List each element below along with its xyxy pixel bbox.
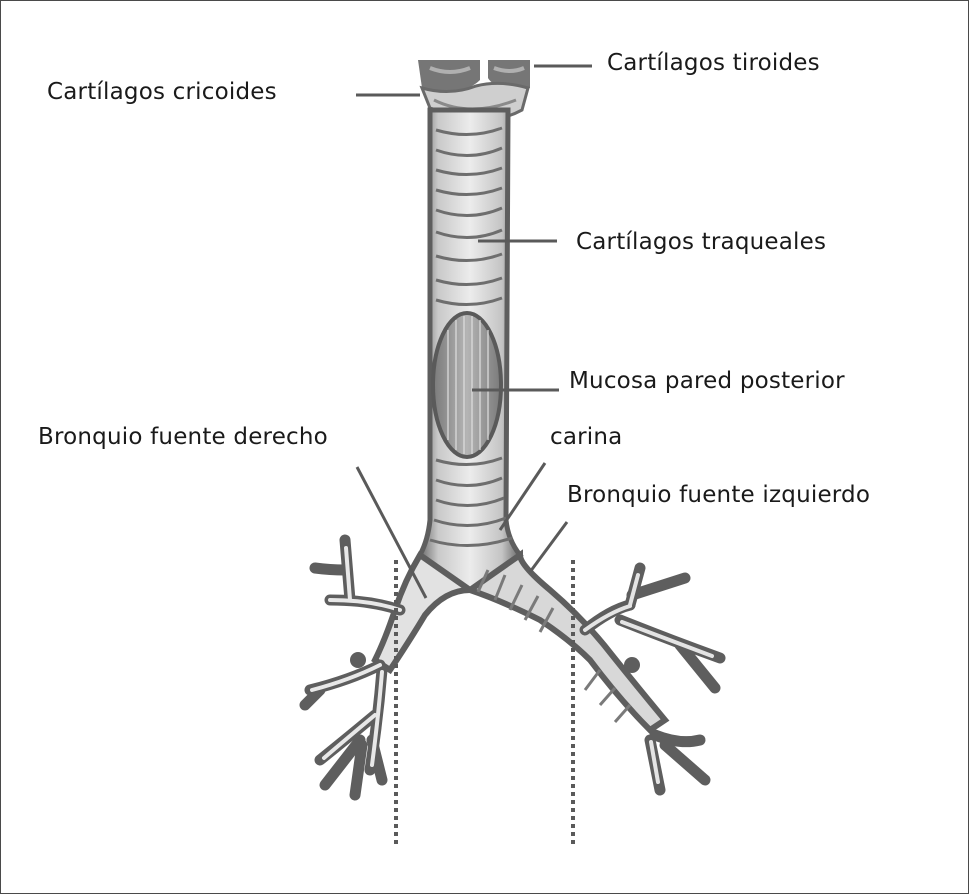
bronchus-rings [476, 569, 632, 723]
label-bronquio-fuente-derecho: Bronquio fuente derecho [38, 424, 328, 450]
posterior-mucosa [431, 311, 503, 459]
label-carina: carina [550, 424, 623, 450]
label-cartilagos-tiroides: Cartílagos tiroides [607, 50, 820, 76]
label-cartilagos-cricoides: Cartílagos cricoides [47, 79, 277, 105]
label-mucosa-pared-posterior: Mucosa pared posterior [569, 368, 845, 394]
label-cartilagos-traqueales: Cartílagos traqueales [576, 229, 827, 255]
tracheal-rings [429, 126, 513, 547]
leader-lines [355, 64, 592, 599]
label-bronquio-fuente-izquierdo: Bronquio fuente izquierdo [567, 482, 871, 508]
left-main-bronchus [463, 549, 726, 796]
right-main-bronchus [299, 534, 480, 801]
leader-left-bronchus [528, 521, 569, 573]
thyroid-cartilage [418, 60, 530, 92]
leader-right-bronchus [355, 466, 428, 599]
leader-carina [498, 462, 547, 531]
